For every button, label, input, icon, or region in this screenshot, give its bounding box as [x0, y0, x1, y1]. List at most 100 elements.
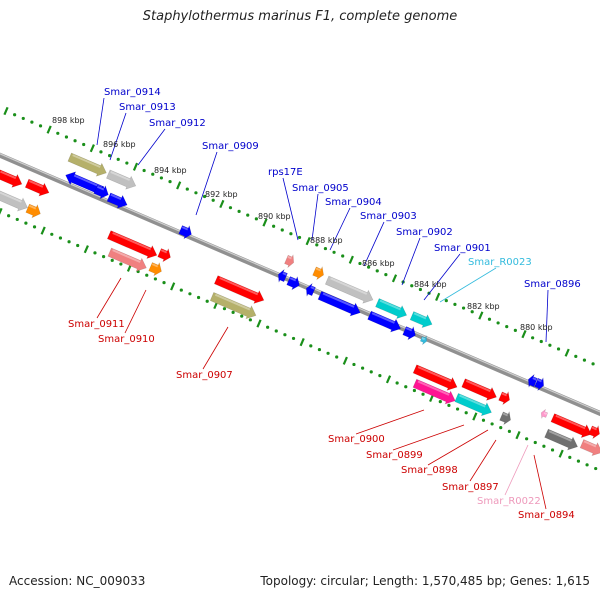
outer-dot	[151, 172, 155, 176]
gene-block-shine	[181, 226, 189, 231]
topology-text: Topology: circular; Length: 1,570,485 bp…	[260, 574, 590, 588]
outer-major-tick	[564, 348, 570, 357]
outer-major-tick	[262, 218, 268, 227]
gene-bottom-label: Smar_0900	[328, 434, 385, 445]
outer-major-tick	[46, 125, 52, 134]
gene-block-shine	[110, 170, 131, 181]
gene-bottom-leader	[124, 289, 147, 334]
kbp-label: 896 kbp	[103, 140, 136, 149]
outer-dot	[82, 142, 86, 147]
gene-block	[402, 325, 416, 341]
gene-top-label: Smar_0904	[325, 197, 382, 208]
gene-top-leader	[109, 112, 127, 161]
outer-dot	[358, 261, 362, 266]
gene-top-leader	[195, 151, 218, 216]
inner-dot	[274, 329, 278, 333]
gene-bottom-leader	[202, 326, 229, 370]
inner-major-tick	[83, 245, 89, 254]
outer-dot	[505, 325, 509, 329]
inner-dot	[404, 385, 408, 389]
gene-block	[286, 275, 300, 291]
gene-bottom-leader	[392, 424, 465, 451]
outer-dot	[202, 194, 207, 199]
outer-major-tick	[89, 144, 95, 153]
gene-top-leader	[423, 253, 461, 301]
outer-dot	[323, 246, 328, 251]
gene-bottom-leader	[504, 444, 529, 496]
gene-top-label: Smar_0912	[149, 118, 206, 129]
gene-block-shine	[465, 379, 491, 393]
outer-dot	[332, 250, 336, 254]
inner-major-tick	[0, 207, 3, 215]
inner-tick-ring	[0, 207, 598, 471]
inner-dot	[32, 225, 37, 229]
gene-top-leader	[363, 221, 385, 267]
outer-dot	[582, 358, 587, 362]
gene-block	[540, 409, 549, 419]
gene-block-shine	[315, 267, 322, 272]
inner-dot	[378, 373, 382, 378]
inner-dot	[7, 214, 11, 218]
gene-block-shine	[112, 232, 152, 251]
inner-dot	[15, 217, 19, 222]
inner-dot	[395, 381, 399, 385]
inner-dot	[481, 418, 486, 422]
inner-dot	[283, 333, 287, 337]
outer-dot	[30, 120, 34, 124]
inner-dot	[317, 347, 322, 352]
gene-block-shine	[97, 185, 105, 191]
outer-dot	[289, 232, 293, 236]
gene-top-leader	[96, 97, 105, 146]
genome-backbone	[0, 152, 600, 417]
gene-block-shine	[583, 440, 597, 448]
gene-bottom-leader	[427, 429, 489, 466]
gene-top-label: Smar_R0023	[468, 257, 532, 268]
gene-block	[213, 275, 265, 304]
inner-dot	[231, 310, 235, 314]
gene-bottom-label: Smar_0910	[98, 334, 155, 345]
gene-top-leader	[282, 177, 299, 241]
outer-major-tick	[478, 311, 484, 320]
inner-major-tick	[40, 226, 46, 235]
outer-dot	[194, 191, 198, 195]
gene-block-shine	[379, 299, 401, 311]
label-leaders	[96, 97, 549, 510]
gene-block-shine	[310, 286, 315, 290]
gene-block	[454, 393, 492, 417]
gene-block	[0, 190, 29, 212]
gene-block-shine	[555, 414, 586, 430]
outer-dot	[211, 198, 215, 202]
outer-dot	[99, 150, 103, 154]
outer-dot	[272, 224, 276, 228]
gene-block	[527, 374, 538, 388]
outer-dot	[159, 176, 164, 180]
inner-dot	[447, 403, 451, 407]
inner-major-tick	[472, 412, 478, 421]
kbp-label: 888 kbp	[310, 236, 343, 245]
gene-block	[534, 377, 545, 391]
gene-block	[588, 424, 600, 440]
outer-dot	[237, 209, 241, 213]
outer-major-tick	[132, 162, 139, 171]
gene-block	[324, 275, 374, 304]
gene-block-shine	[282, 272, 287, 276]
inner-dot	[291, 336, 296, 341]
kbp-label: 886 kbp	[362, 259, 395, 268]
gene-block-shine	[417, 366, 452, 383]
gene-bottom-label: Smar_0911	[68, 319, 125, 330]
kbp-label: 894 kbp	[154, 166, 187, 175]
gene-block-shine	[160, 249, 168, 254]
outer-major-tick	[176, 181, 182, 190]
inner-dot	[188, 292, 192, 296]
inner-dot	[248, 318, 252, 322]
gene-block-shine	[405, 327, 413, 332]
outer-dot	[341, 254, 345, 258]
outer-dot	[384, 272, 388, 277]
outer-dot	[280, 228, 284, 232]
gene-block-shine	[371, 312, 395, 324]
inner-dot	[162, 281, 166, 285]
inner-dot	[594, 466, 598, 471]
outer-dot	[108, 154, 112, 158]
gene-block-shine	[548, 430, 572, 442]
